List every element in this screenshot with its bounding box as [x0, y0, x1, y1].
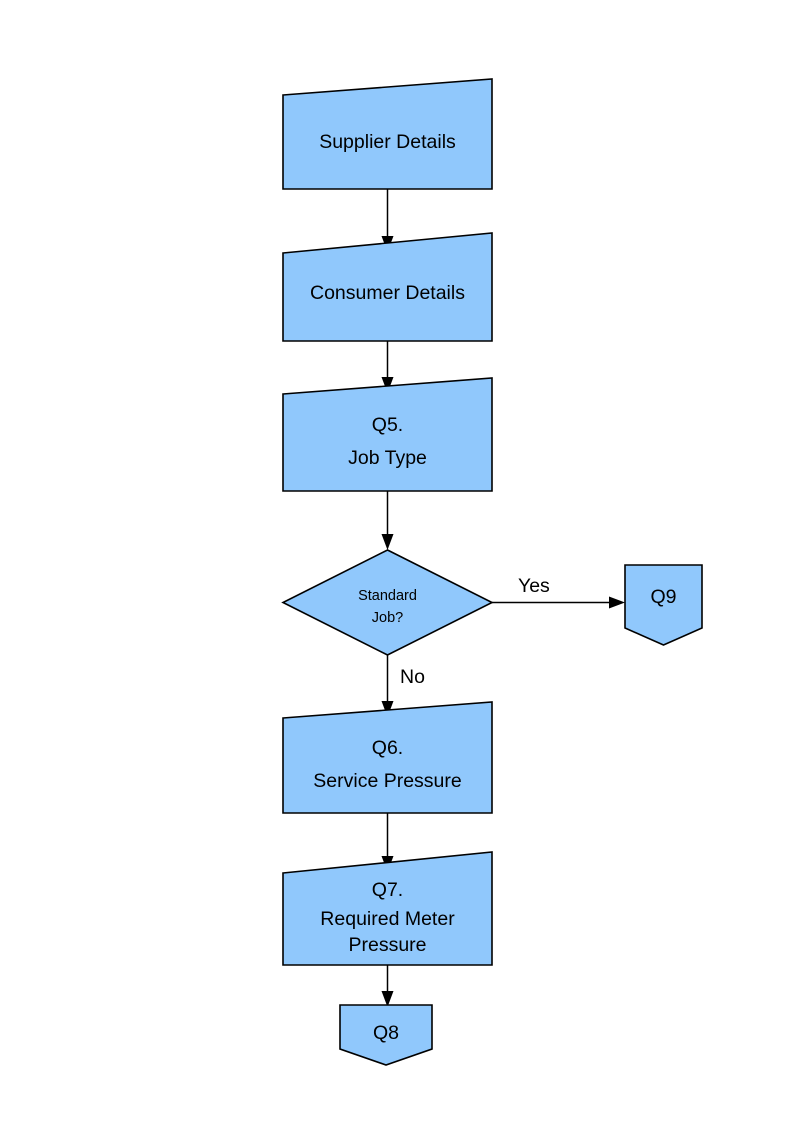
node-label-q6-line-2: Service Pressure: [313, 770, 461, 792]
node-label-q8: Q8: [373, 1022, 399, 1044]
node-label-q5-line-2: Job Type: [348, 447, 427, 469]
node-q6-service-pressure[interactable]: Q6. Service Pressure: [282, 701, 493, 814]
slanted-top-box-shape: [282, 701, 493, 814]
arrow-head-icon: [381, 991, 394, 1007]
arrow-head-icon: [609, 596, 625, 609]
node-label-supplier-details: Supplier Details: [319, 131, 456, 153]
arrow-head-icon: [381, 701, 394, 717]
node-label-q7-line-2: Required Meter: [320, 908, 455, 930]
slanted-top-box-shape: [282, 78, 493, 190]
slanted-top-box-shape: [282, 851, 493, 966]
slanted-top-box-shape: [282, 377, 493, 492]
edge-decision-yes-to-q9: Yes: [492, 575, 625, 609]
edge-label-no: No: [400, 666, 425, 688]
node-label-q5-line-1: Q5.: [372, 414, 403, 436]
node-label-q7-line-3: Pressure: [348, 934, 426, 956]
node-label-decision-line-1: Standard: [358, 588, 417, 604]
node-standard-job-decision[interactable]: Standard Job?: [281, 549, 494, 656]
node-q8-connector[interactable]: Q8: [339, 1004, 433, 1066]
node-q9-connector[interactable]: Q9: [624, 564, 703, 646]
arrow-head-icon: [381, 377, 394, 393]
node-label-consumer-details: Consumer Details: [310, 282, 465, 304]
off-page-connector-shape: [624, 564, 703, 646]
node-consumer-details[interactable]: Consumer Details: [282, 232, 493, 342]
edge-decision-no-to-q6: No: [381, 655, 425, 717]
node-q5-job-type[interactable]: Q5. Job Type: [282, 377, 493, 492]
off-page-connector-shape: [339, 1004, 433, 1066]
node-label-q7-line-1: Q7.: [372, 879, 403, 901]
node-supplier-details[interactable]: Supplier Details: [282, 78, 493, 190]
edge-q5-to-decision: [381, 491, 394, 550]
node-label-decision-line-2: Job?: [372, 610, 403, 626]
edge-q7-to-q8: [381, 965, 394, 1007]
arrow-head-icon: [381, 534, 394, 550]
edge-label-yes: Yes: [518, 575, 550, 597]
node-label-q6-line-1: Q6.: [372, 737, 403, 759]
slanted-top-box-shape: [282, 232, 493, 342]
node-label-q9: Q9: [650, 586, 676, 608]
edge-consumer-to-q5: [381, 341, 394, 393]
node-q7-required-meter-pressure[interactable]: Q7. Required Meter Pressure: [282, 851, 493, 966]
